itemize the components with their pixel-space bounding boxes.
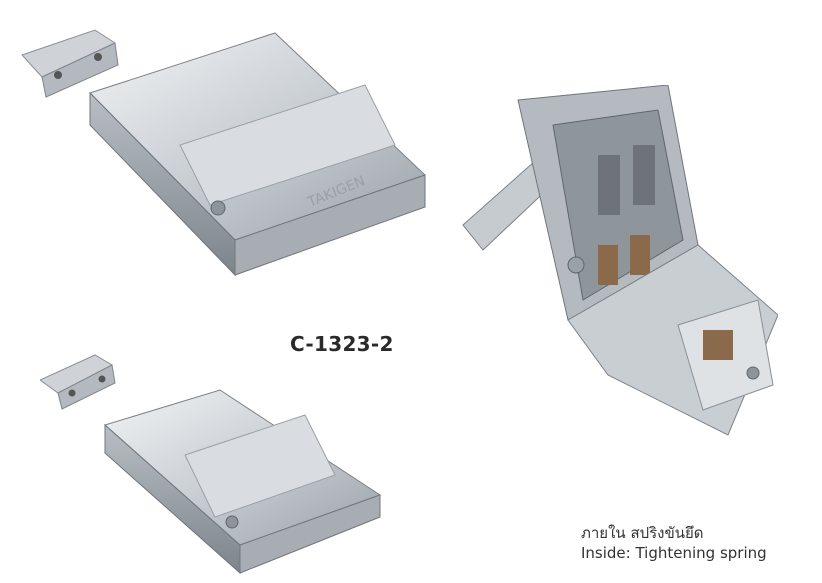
latch-body-small [104, 389, 382, 575]
caption-english: Inside: Tightening spring [581, 544, 767, 562]
strike-plate [21, 29, 119, 98]
latch-photo-large: TAKIGEN [21, 29, 426, 277]
latch-body: TAKIGEN [89, 32, 426, 277]
caption: ภายใน สปริงขันยึด Inside: Tightening spr… [581, 523, 767, 563]
model-code: C-1323-2 [290, 332, 394, 356]
caption-thai: ภายใน สปริงขันยึด [581, 524, 704, 542]
latch-open-assembly [462, 85, 778, 436]
latch-inside-photo [462, 85, 778, 436]
strike-plate-small [40, 354, 116, 410]
latch-photo-small [40, 354, 382, 575]
